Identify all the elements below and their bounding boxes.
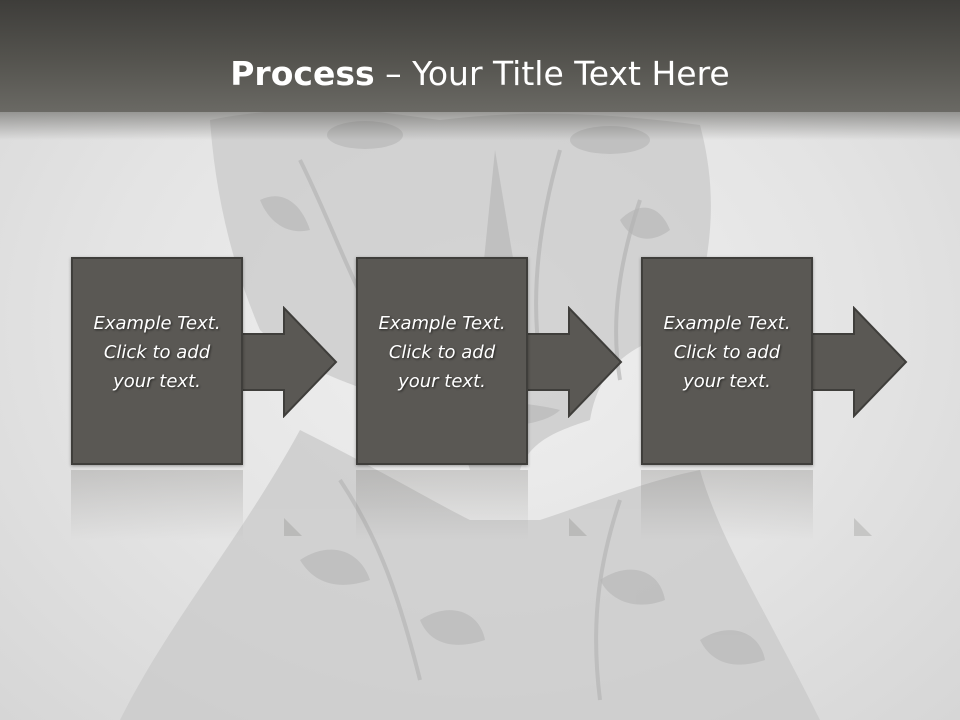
arrow-2-reflection (569, 518, 587, 536)
step-1-line-1: Example Text. (93, 313, 221, 334)
step-2-reflection (356, 470, 528, 540)
process-step-text-3[interactable]: Example Text. Click to add your text. (651, 309, 803, 396)
process-step-text-1[interactable]: Example Text. Click to add your text. (81, 309, 233, 396)
process-step-text-2[interactable]: Example Text. Click to add your text. (366, 309, 518, 396)
step-3-line-2: Click to add (673, 342, 781, 363)
step-1-reflection (71, 470, 243, 540)
step-1-line-2: Click to add (103, 342, 211, 363)
step-2-line-1: Example Text. (378, 313, 506, 334)
process-step-box-3[interactable]: Example Text. Click to add your text. (641, 257, 813, 465)
process-step-box-1[interactable]: Example Text. Click to add your text. (71, 257, 243, 465)
arrow-1-reflection (284, 518, 302, 536)
step-3-line-1: Example Text. (663, 313, 791, 334)
step-3-reflection (641, 470, 813, 540)
step-2-line-2: Click to add (388, 342, 496, 363)
title-rest-part: – Your Title Text Here (374, 54, 730, 93)
title-bar (0, 0, 960, 140)
process-arrow-3 (810, 306, 908, 418)
step-2-line-3: your text. (398, 371, 486, 392)
arrow-3-reflection (854, 518, 872, 536)
slide-title[interactable]: Process – Your Title Text Here (0, 52, 960, 96)
step-1-line-3: your text. (113, 371, 201, 392)
process-arrow-1 (240, 306, 338, 418)
step-3-line-3: your text. (683, 371, 771, 392)
process-step-box-2[interactable]: Example Text. Click to add your text. (356, 257, 528, 465)
process-arrow-2 (525, 306, 623, 418)
title-bold-part: Process (230, 54, 375, 93)
